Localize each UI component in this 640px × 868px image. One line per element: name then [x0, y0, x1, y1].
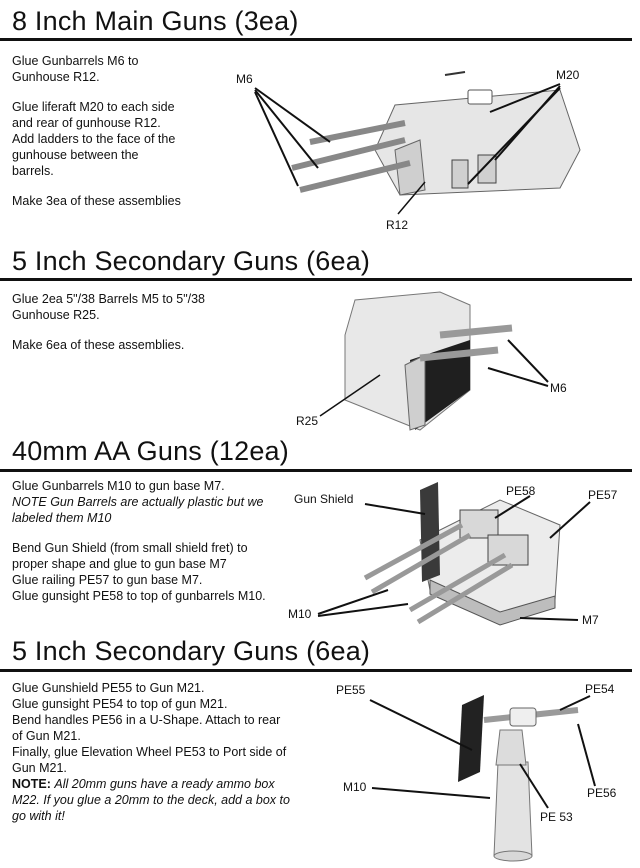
- callout-pe-53: PE 53: [540, 810, 573, 824]
- callout-pe56: PE56: [587, 786, 616, 800]
- callout-pe54: PE54: [585, 682, 614, 696]
- callout-pe55: PE55: [336, 683, 365, 697]
- callout-m10: M10: [343, 780, 366, 794]
